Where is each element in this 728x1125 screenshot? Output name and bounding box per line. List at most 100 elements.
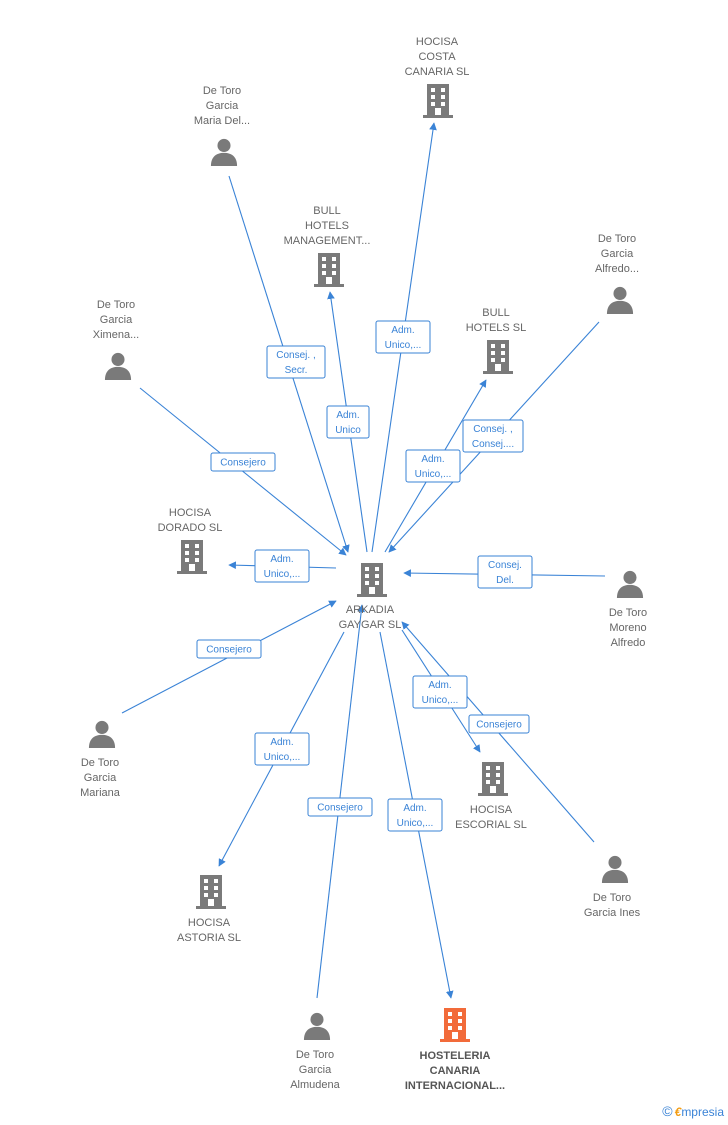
person-icon[interactable] bbox=[303, 1012, 331, 1040]
building-icon[interactable] bbox=[177, 540, 207, 574]
node-label-line: De Toro bbox=[203, 85, 241, 97]
edge-label-text: Adm. bbox=[421, 454, 444, 465]
node-label-line: Moreno bbox=[609, 622, 646, 634]
person-icon[interactable] bbox=[210, 138, 238, 166]
node-label-line: ESCORIAL SL bbox=[455, 819, 527, 831]
node-label-line: COSTA bbox=[418, 51, 456, 63]
node-label-line: Garcia bbox=[299, 1064, 332, 1076]
node-ximena[interactable]: De ToroGarciaXimena... bbox=[93, 299, 139, 380]
edge-label-box bbox=[375, 320, 431, 354]
node-label-line: ASTORIA SL bbox=[177, 932, 241, 944]
node-label-line: Garcia bbox=[206, 100, 239, 112]
empresia-watermark: ©€mpresia bbox=[662, 1103, 724, 1119]
node-arkadia[interactable]: ARKADIA GAYGAR SL bbox=[339, 563, 402, 631]
building-icon[interactable] bbox=[478, 762, 508, 796]
edge-label-text: Consej. , bbox=[276, 350, 315, 361]
edge-label-text: Unico,... bbox=[385, 340, 422, 351]
edge-label-box bbox=[387, 798, 443, 832]
edge-label-text: Consej. , bbox=[473, 424, 512, 435]
edge-label-arkadia-bull_mgmt: Adm.Unico bbox=[326, 405, 370, 439]
edge-label-text: Consejero bbox=[476, 720, 522, 731]
edge-label-alfredo_g-arkadia: Consej. , Consej.... bbox=[462, 419, 524, 453]
edge-label-arkadia-hosteleria: Adm. Unico,... bbox=[387, 798, 443, 832]
edge-label-text: Consejero bbox=[317, 803, 363, 814]
node-label-line: Almudena bbox=[290, 1079, 340, 1091]
edge-label-box bbox=[412, 675, 468, 709]
node-label-line: De Toro bbox=[296, 1049, 334, 1061]
node-label-line: HOSTELERIA bbox=[420, 1050, 491, 1062]
edge-label-maria-arkadia: Consej. ,Secr. bbox=[266, 345, 326, 379]
node-label-line: De Toro bbox=[97, 299, 135, 311]
edge-label-text: Adm. bbox=[428, 680, 451, 691]
edge-label-text: Adm. bbox=[270, 554, 293, 565]
node-label-line: BULL bbox=[482, 307, 510, 319]
edge-label-arkadia-astoria: Adm.Unico,... bbox=[254, 732, 310, 766]
node-dorado[interactable]: HOCISA DORADO SL bbox=[158, 507, 223, 574]
node-label-line: De Toro bbox=[593, 892, 631, 904]
edge-label-text: Adm. bbox=[403, 803, 426, 814]
node-bull_mgmt[interactable]: BULLHOTELSMANAGEMENT... bbox=[284, 205, 371, 287]
node-label-line: HOTELS SL bbox=[466, 322, 527, 334]
node-label-line: DORADO SL bbox=[158, 522, 223, 534]
brand-logo-text: mpresia bbox=[681, 1105, 724, 1119]
edge-label-box bbox=[468, 714, 530, 734]
edge-label-text: Unico bbox=[335, 425, 361, 436]
node-bull_hotels[interactable]: BULL HOTELS SL bbox=[466, 307, 527, 374]
node-label-line: Garcia bbox=[100, 314, 133, 326]
node-hosteleria[interactable]: HOSTELERIACANARIAINTERNACIONAL... bbox=[405, 1008, 505, 1092]
edge-label-text: Unico,... bbox=[264, 752, 301, 763]
edge-label-box bbox=[210, 452, 276, 472]
node-label-line: ARKADIA bbox=[346, 604, 395, 616]
person-icon[interactable] bbox=[104, 352, 132, 380]
person-icon[interactable] bbox=[606, 286, 634, 314]
edge-label-text: Unico,... bbox=[422, 695, 459, 706]
edge-label-ximena-arkadia: Consejero bbox=[210, 452, 276, 472]
edge-label-text: Consej.... bbox=[472, 439, 514, 450]
edge-label-text: Unico,... bbox=[397, 818, 434, 829]
edge-label-text: Del. bbox=[496, 575, 514, 586]
node-label-line: Garcia bbox=[84, 772, 117, 784]
node-label-line: De Toro bbox=[609, 607, 647, 619]
edge-label-text: Consejero bbox=[206, 645, 252, 656]
node-alfredo_g[interactable]: De ToroGarciaAlfredo... bbox=[595, 233, 639, 314]
person-icon[interactable] bbox=[616, 570, 644, 598]
node-label-line: Garcia bbox=[601, 248, 634, 260]
edge-label-arkadia-escorial: Adm. Unico,... bbox=[412, 675, 468, 709]
node-escorial[interactable]: HOCISA ESCORIAL SL bbox=[455, 762, 527, 831]
node-label-line: Maria Del... bbox=[194, 115, 250, 127]
building-icon[interactable] bbox=[423, 84, 453, 118]
building-icon[interactable] bbox=[196, 875, 226, 909]
node-label-line: HOTELS bbox=[305, 220, 349, 232]
node-label-line: CANARIA SL bbox=[405, 66, 470, 78]
edge-label-arkadia-dorado: Adm.Unico,... bbox=[254, 549, 310, 583]
edge-label-text: Consej. bbox=[488, 560, 522, 571]
edge-label-box bbox=[254, 549, 310, 583]
node-label-line: Alfredo bbox=[611, 637, 646, 649]
node-label-line: HOCISA bbox=[470, 804, 513, 816]
building-icon[interactable] bbox=[314, 253, 344, 287]
edge-label-box bbox=[307, 797, 373, 817]
person-icon[interactable] bbox=[88, 720, 116, 748]
building-icon[interactable] bbox=[357, 563, 387, 597]
edge-label-text: Consejero bbox=[220, 458, 266, 469]
person-icon[interactable] bbox=[601, 855, 629, 883]
edge-label-almudena-arkadia: Consejero bbox=[307, 797, 373, 817]
building-icon[interactable] bbox=[483, 340, 513, 374]
edge-label-box bbox=[254, 732, 310, 766]
edge-label-box bbox=[405, 449, 461, 483]
edge-label-box bbox=[196, 639, 262, 659]
node-label-line: GAYGAR SL bbox=[339, 619, 402, 631]
node-label-line: Mariana bbox=[80, 787, 121, 799]
building-icon[interactable] bbox=[440, 1008, 470, 1042]
edge-label-moreno-arkadia: Consej. Del. bbox=[477, 555, 533, 589]
node-label-line: HOCISA bbox=[169, 507, 212, 519]
